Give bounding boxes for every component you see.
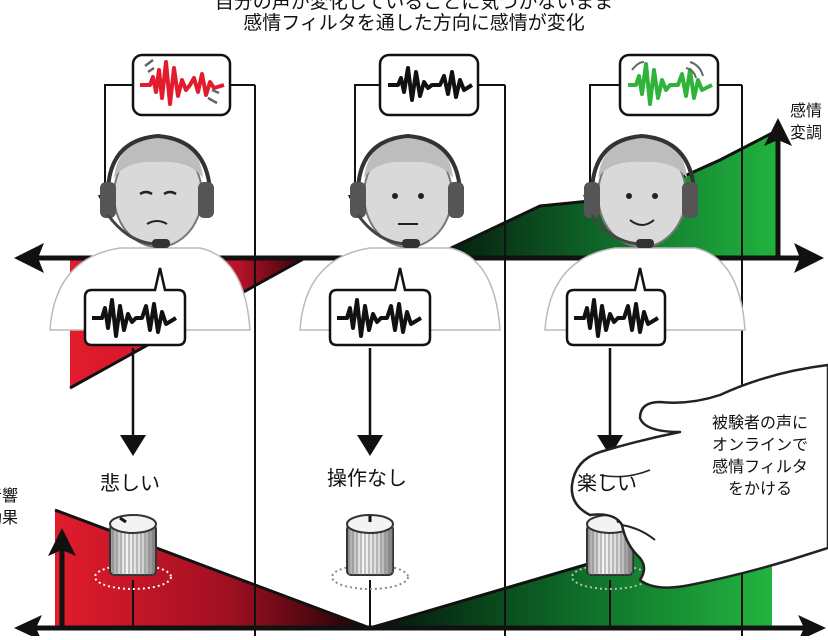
hand-illustration xyxy=(570,363,828,589)
knob-neutral xyxy=(331,514,409,630)
right-axis-label-1: 感情 xyxy=(790,101,823,120)
left-axis-label-1: 音響 xyxy=(0,486,19,505)
flow-arrows xyxy=(131,348,612,445)
knob-sad xyxy=(94,514,172,630)
happy-emotion-area xyxy=(430,130,778,258)
hand-note: 被験者の声に オンラインで 感情フィルタ をかける xyxy=(695,412,825,500)
caption-line-2: 感情フィルタを通した方向に感情が変化 xyxy=(243,12,585,34)
output-wave-sad xyxy=(98,53,255,210)
speech-bubble-neutral xyxy=(328,267,432,347)
hand-note-line-1: 被験者の声に xyxy=(711,413,808,432)
condition-label-happy: 楽しい xyxy=(577,471,637,495)
hand-note-line-3: 感情フィルタ xyxy=(712,457,808,476)
speech-bubble-sad xyxy=(83,267,187,347)
condition-label-sad: 悲しい xyxy=(100,471,160,495)
condition-label-neutral: 操作なし xyxy=(327,466,407,490)
hand-note-line-4: をかける xyxy=(727,479,792,498)
hand-note-line-2: オンラインで xyxy=(711,435,808,454)
speech-bubble-happy xyxy=(565,267,667,347)
caption-line-1: 自分の声が変化していることに気づかないまま xyxy=(214,0,614,13)
right-axis-label-2: 変調 xyxy=(790,123,823,142)
output-wave-neutral xyxy=(348,53,505,210)
left-axis-label-2: 効果 xyxy=(0,508,19,527)
